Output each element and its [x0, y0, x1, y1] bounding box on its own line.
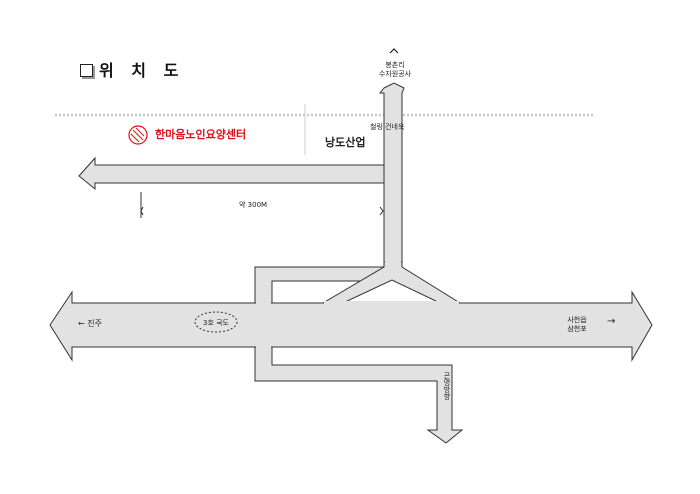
junction-road	[321, 261, 462, 304]
welfare-center-label: 한마음노인요양센터	[155, 128, 247, 141]
title-box-icon	[80, 64, 93, 77]
north-destination-top: 봉촌리	[385, 61, 405, 69]
north-destination: 봉촌리 수자원공사	[366, 61, 424, 79]
loop-seam-bottom	[256, 345, 271, 349]
company-label: 낭도산업	[325, 136, 366, 149]
east-destination: 사천읍 삼천포	[560, 316, 594, 334]
map-title: 위 치 도	[80, 57, 184, 81]
loop-seam-top	[256, 302, 271, 305]
arrow-east-icon: →	[607, 316, 616, 327]
route-label: 3호 국도	[203, 319, 229, 327]
west-destination-label: ← 진주	[78, 319, 102, 328]
distance-end-bracket	[379, 206, 384, 216]
south-road	[254, 346, 464, 444]
north-road-seam	[385, 170, 401, 268]
map-title-text: 위 치 도	[99, 61, 185, 80]
south-destination-label: 곤명방향	[443, 372, 451, 400]
west-branch-road	[78, 156, 385, 191]
north-destination-bottom: 수자원공사	[378, 70, 412, 78]
east-destination-top: 사천읍	[567, 316, 587, 324]
north-chevron-icon	[389, 48, 399, 54]
building-label: 철링 건네욱	[370, 123, 405, 131]
hospital-logo-icon	[128, 125, 148, 145]
route-badge	[194, 311, 238, 333]
east-destination-bottom: 삼천포	[567, 325, 587, 333]
junction-seam	[324, 301, 459, 305]
distance-start-bracket	[140, 206, 144, 216]
national-route-3-road	[49, 290, 653, 362]
distance-label: 약 300M	[239, 201, 268, 209]
